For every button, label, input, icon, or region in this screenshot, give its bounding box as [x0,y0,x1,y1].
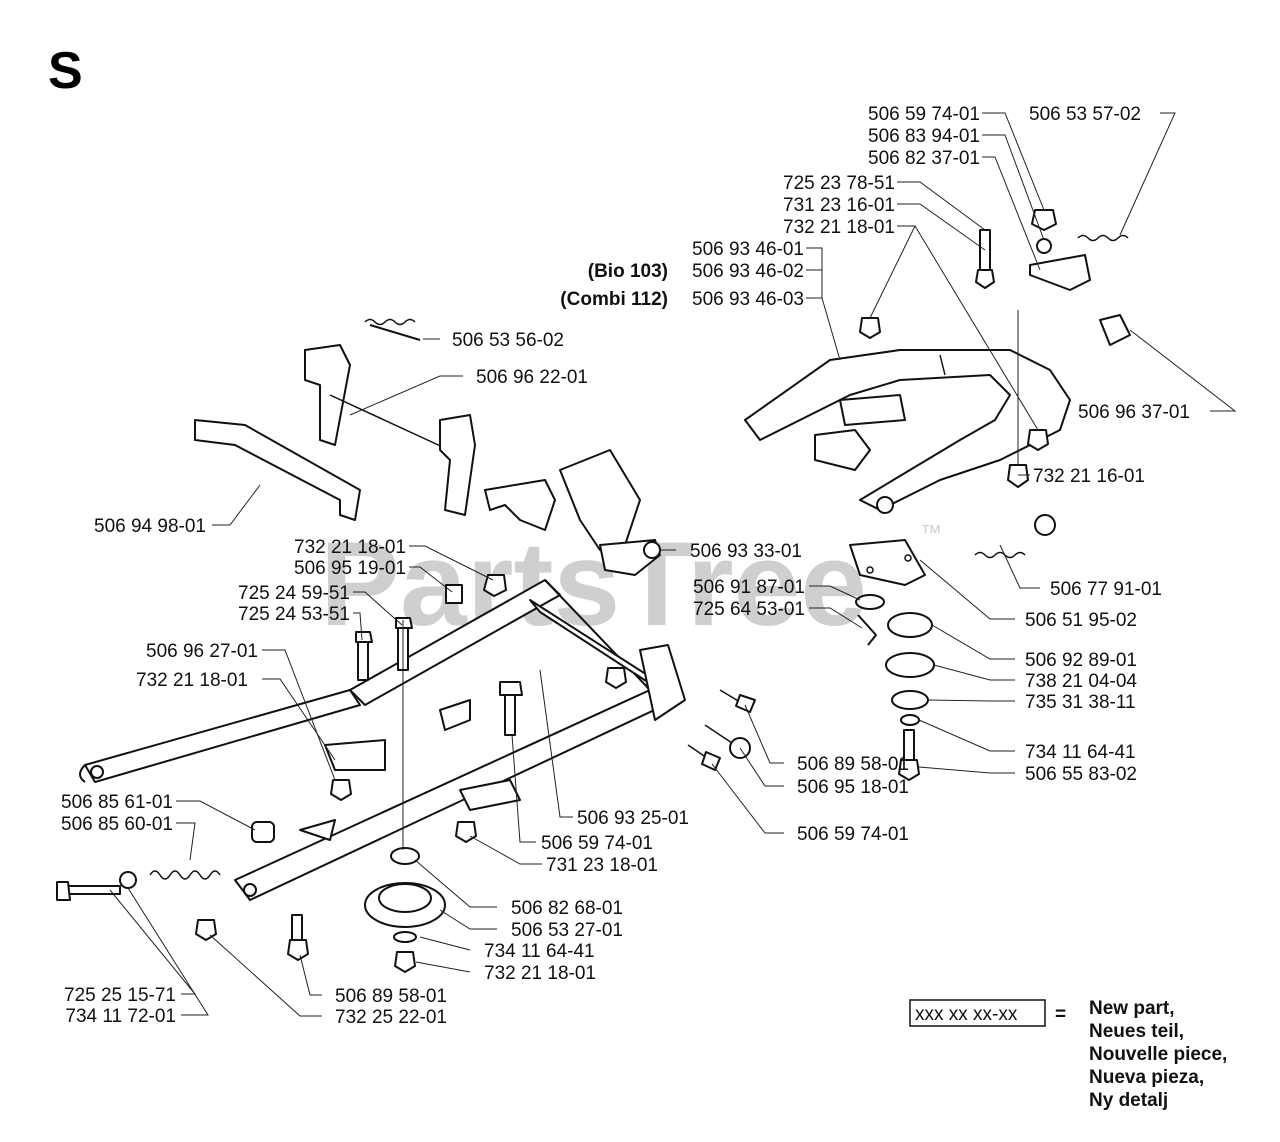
part-label: 506 89 58-01 [335,986,447,1007]
part-label: 506 92 89-01 [1025,650,1137,671]
part-label: 506 53 57-02 [1029,104,1141,125]
part-label: 506 59 74-01 [541,833,653,854]
part-label: 506 53 27-01 [511,920,623,941]
part-label: 735 31 38-11 [1025,692,1136,713]
part-label: 732 21 16-01 [1033,466,1145,487]
legend-line: Ny detalj [1089,1090,1168,1111]
part-label: 732 21 18-01 [484,963,596,984]
part-label: 732 21 18-01 [294,537,406,558]
part-label: 506 83 94-01 [868,126,980,147]
drawing-parts [56,209,1131,973]
part-label: 731 23 16-01 [783,195,895,216]
front-cradle-drawing [744,349,1071,514]
legend-equals: = [1055,1004,1066,1025]
legend-line: Nueva pieza, [1089,1067,1204,1088]
part-label: 506 89 58-01 [797,754,909,775]
part-label: 506 95 18-01 [797,777,909,798]
new-part-legend: xxx xx xx-xx = New part, Neues teil, Nou… [909,998,1227,1111]
part-label: 506 77 91-01 [1050,579,1162,600]
part-label: 506 85 60-01 [61,814,173,835]
part-label: 725 24 59-51 [238,583,350,604]
pivot-bracket-drawing [484,449,661,576]
part-label: 506 93 46-01 [692,239,804,260]
part-label: 506 82 68-01 [511,898,623,919]
part-label: 506 55 83-02 [1025,764,1137,785]
legend-code-box [909,999,1046,1027]
part-label: 506 93 46-03 [692,289,804,310]
part-label: 506 96 37-01 [1078,402,1190,423]
lift-arm-drawing [194,318,476,521]
part-label: 506 91 87-01 [693,577,805,598]
top-right-fasteners-drawing [859,209,1131,488]
legend-line: New part, [1089,998,1175,1019]
part-label: 506 93 46-02 [692,261,804,282]
part-label: 738 21 04-04 [1025,671,1137,692]
part-label: 725 25 15-71 [64,985,176,1006]
part-label: 725 24 53-51 [238,604,350,625]
part-label: 506 93 25-01 [577,808,689,829]
part-label: 506 85 61-01 [61,792,173,813]
part-label: 506 95 19-01 [294,558,406,579]
part-label: 734 11 64-41 [484,941,595,962]
part-label: 732 21 18-01 [783,217,895,238]
section-title: S [48,42,83,100]
part-label: 506 51 95-02 [1025,610,1137,631]
part-label: 725 64 53-01 [693,599,805,620]
part-label: 506 59 74-01 [797,824,909,845]
part-label: 506 93 33-01 [690,541,802,562]
legend-line: Neues teil, [1089,1021,1184,1042]
leader-lines [109,112,1237,1017]
spindle-stack-drawing [849,514,1056,781]
part-label: 732 21 18-01 [136,670,248,691]
part-label: 734 11 64-41 [1025,742,1136,763]
trademark-mark: ™ [920,520,942,545]
part-label: 506 59 74-01 [868,104,980,125]
part-label: 732 25 22-01 [335,1007,447,1028]
part-label: 506 94 98-01 [94,516,206,537]
legend-line: Nouvelle piece, [1089,1044,1227,1065]
part-label: 506 96 22-01 [476,367,588,388]
part-label: 506 53 56-02 [452,330,564,351]
model-prefix: (Bio 103) [588,261,668,282]
part-label: 506 96 27-01 [146,641,258,662]
legend-code: xxx xx xx-xx [915,1004,1018,1025]
part-label: 725 23 78-51 [783,173,895,194]
part-label: 734 11 72-01 [65,1006,176,1027]
part-label: 731 23 18-01 [546,855,658,876]
model-prefix: (Combi 112) [560,289,668,310]
part-labels: 506 59 74-01 506 83 94-01 506 82 37-01 5… [61,104,1190,1028]
part-label: 506 82 37-01 [868,148,980,169]
